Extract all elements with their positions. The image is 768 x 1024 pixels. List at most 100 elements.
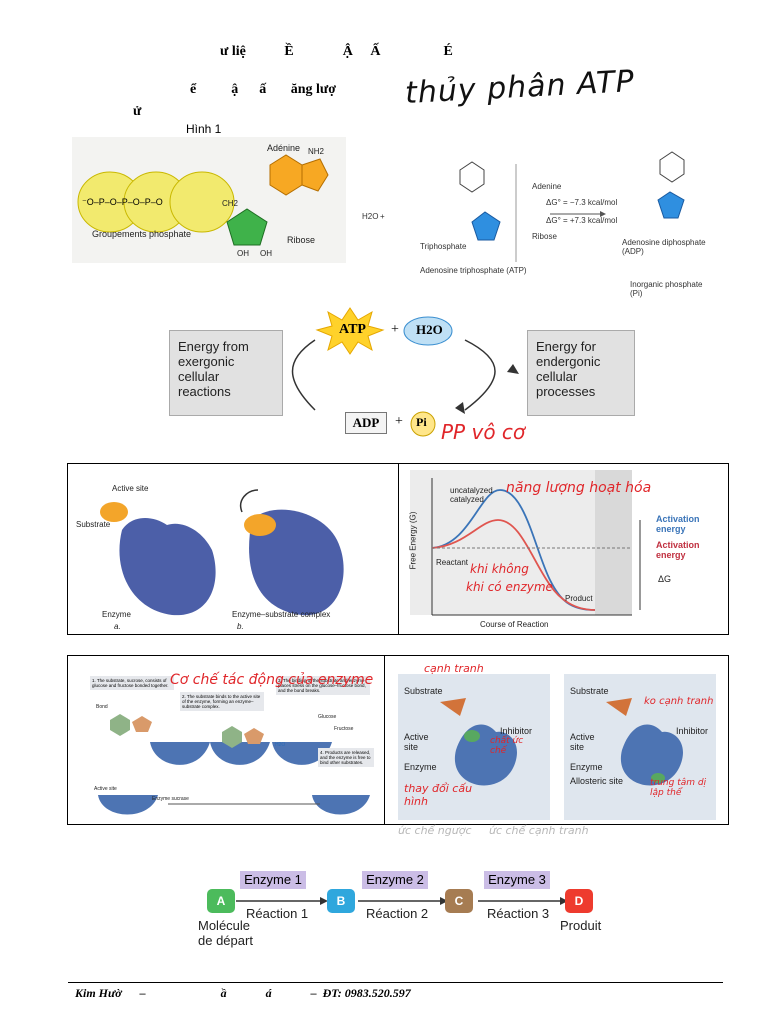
molecule-d: D [565,889,593,913]
figure-a-label: a. [114,622,121,631]
enzyme-1-label: Enzyme 1 [240,871,306,889]
note-without: khi không [470,562,529,576]
pi-caption: Inorganic phosphate (Pi) [630,280,703,298]
handwritten-title: thủy phân ATP [404,64,636,111]
adp-caption: Adenosine diphosphate (ADP) [622,238,706,256]
panel-divider-1 [398,463,399,634]
h2o-label-sucrase: H2O [275,742,286,748]
pathway-arrows [236,897,568,905]
atp-cycle-figure: Energy from exergonic cellular reactions… [165,300,635,450]
bond-label: Bond [96,704,108,710]
inhibitor-figure: Substrate Active site Enzyme Inhibitor S… [396,660,722,822]
enzyme-2-label: Enzyme 2 [362,871,428,889]
triphosphate-label: Triphosphate [420,242,467,251]
active-site-label-3: Active site [404,732,429,752]
adp-label: ADP [345,412,387,434]
nh2-label: NH2 [308,147,325,156]
step-2-text: 2. The substrate binds to the active sit… [180,692,264,711]
energy-graph-svg [410,470,641,616]
hydrolysis-svg [459,151,685,262]
step-4-text: 4. Products are released, and the enzyme… [318,748,374,767]
plus-label: + [380,212,385,221]
inhibitor-label-1: Inhibitor [500,726,533,736]
footer-divider [68,982,723,983]
reaction-2-label: Réaction 2 [366,906,429,921]
enzyme-substrate-complex-label: Enzyme–substrate complex [232,610,331,619]
step-1-text: 1. The substrate, sucrose, consists of g… [90,676,174,690]
starting-molecule-label: Molécule de départ [198,918,253,948]
substrate-label-1: Substrate [404,686,443,696]
note-shape-change: thay đổi cấu hình [404,782,473,808]
product-label: Product [565,594,593,603]
figure-label: Hình 1 [186,122,222,136]
note-inhibitor: chất ức chế [490,736,524,756]
heading-line-1: ư liệ Ề Ậ Ấ É [220,44,453,59]
footer-text: Kim Hườ – ầ á – ĐT: 0983.520.597 [75,986,411,1000]
energy-graph: uncatalyzed catalyzed Free Energy (G) Co… [408,470,722,630]
adenine-label: Adénine [267,143,301,153]
plus-1: + [391,322,399,337]
sucrase-inhibitor-panel [67,655,729,825]
delta-g-2: ΔG° = +7.3 kcal/mol [546,216,618,225]
enzyme-label-2: Enzyme [404,762,437,772]
delta-g-label: ΔG [658,574,672,584]
faint-handwriting-row: ức chế ngược ức chế cạnh tranh [398,824,589,837]
note-activation: năng lượng hoạt hóa [506,480,652,496]
note-allosteric: trung tâm dị lập thể [650,778,707,798]
ribose-label-2: Ribose [532,232,557,241]
inhibitor-label-2: Inhibitor [676,726,709,736]
svg-text:⁻O–P–O–P–O–P–O: ⁻O–P–O–P–O–P–O [82,197,163,207]
legend-uncatalyzed: uncatalyzed [450,486,493,495]
reactant-label: Reactant [436,558,469,567]
panel-divider-2 [384,655,385,824]
fructose-label: Fructose [334,726,354,732]
active-site-label-2: Active site [94,786,117,792]
phosphate-groups-label: Groupements phosphate [92,229,192,239]
figure-b-label: b. [237,622,244,631]
atp-structure-figure: ⁻O–P–O–P–O–P–O Adénine NH2 Groupements p… [72,137,346,263]
note-noncompetitive: ko cạnh tranh [644,696,714,707]
molecule-b: B [327,889,355,913]
product-label-pathway: Produit [560,918,602,933]
sucrase-svg [98,714,370,815]
ch2-label: CH2 [222,199,239,208]
ribose-label: Ribose [287,235,316,245]
atp-caption: Adenosine triphosphate (ATP) [420,266,527,275]
atp-hydrolysis-figure: H2O + Adenine Triphosphate Ribose ΔG° = … [360,140,710,298]
energy-exergonic-box: Energy from exergonic cellular reactions [169,330,283,416]
enzyme-label-3: Enzyme [570,762,603,772]
atp-cycle-svg [291,307,519,437]
atp-structure-svg: ⁻O–P–O–P–O–P–O [77,154,329,246]
note-competitive: cạnh tranh [424,662,484,675]
oh-label-2: OH [260,249,272,258]
enzyme-label: Enzyme [102,610,131,619]
substrate-label-2: Substrate [570,686,609,696]
atp-label: ATP [339,322,366,337]
heading-line-2: ể ậ ấ ăng lượ [190,82,337,97]
h2o-label: H2O [362,212,379,221]
glucose-label: Glucose [318,714,337,720]
substrate-label: Substrate [76,520,111,529]
active-site-label-4: Active site [570,732,595,752]
sucrase-figure: 1. The substrate, sucrose, consists of g… [80,660,380,822]
enzyme-sucrase-label: Enzyme sucrase [152,796,189,802]
adenine-label-2: Adenine [532,182,562,191]
pp-annotation: PP vô cơ [441,420,526,444]
delta-g-1: ΔG° = −7.3 kcal/mol [546,198,618,207]
enzyme-3-label: Enzyme 3 [484,871,550,889]
x-axis-label: Course of Reaction [480,620,549,629]
legend-catalyzed: catalyzed [450,495,484,504]
oh-label-1: OH [237,249,249,258]
molecule-c: C [445,889,473,913]
energy-endergonic-box: Energy for endergonic cellular processes [527,330,635,416]
active-site-label: Active site [112,484,149,493]
note-with-enzyme: khi có enzyme [466,580,553,594]
enzyme-substrate-figure: Active site Substrate Enzyme Enzyme–subs… [72,470,392,631]
y-axis-label: Free Energy (G) [408,511,418,570]
heading-line-3: ử [133,104,142,119]
allosteric-site-label: Allosteric site [570,776,624,786]
plus-2: + [395,414,403,429]
activation-energy-catalyzed: Activation energy [656,540,700,560]
inhibitor-svg [398,674,716,820]
reaction-1-label: Réaction 1 [246,906,309,921]
